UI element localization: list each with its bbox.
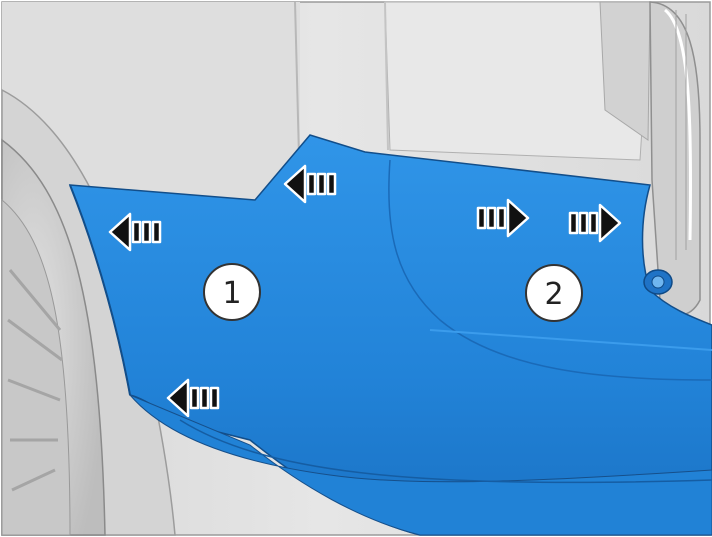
callout-2-label: 2 (544, 277, 563, 312)
callout-1-label: 1 (222, 276, 241, 311)
callout-1: 1 (204, 264, 260, 320)
callout-2: 2 (526, 265, 582, 321)
